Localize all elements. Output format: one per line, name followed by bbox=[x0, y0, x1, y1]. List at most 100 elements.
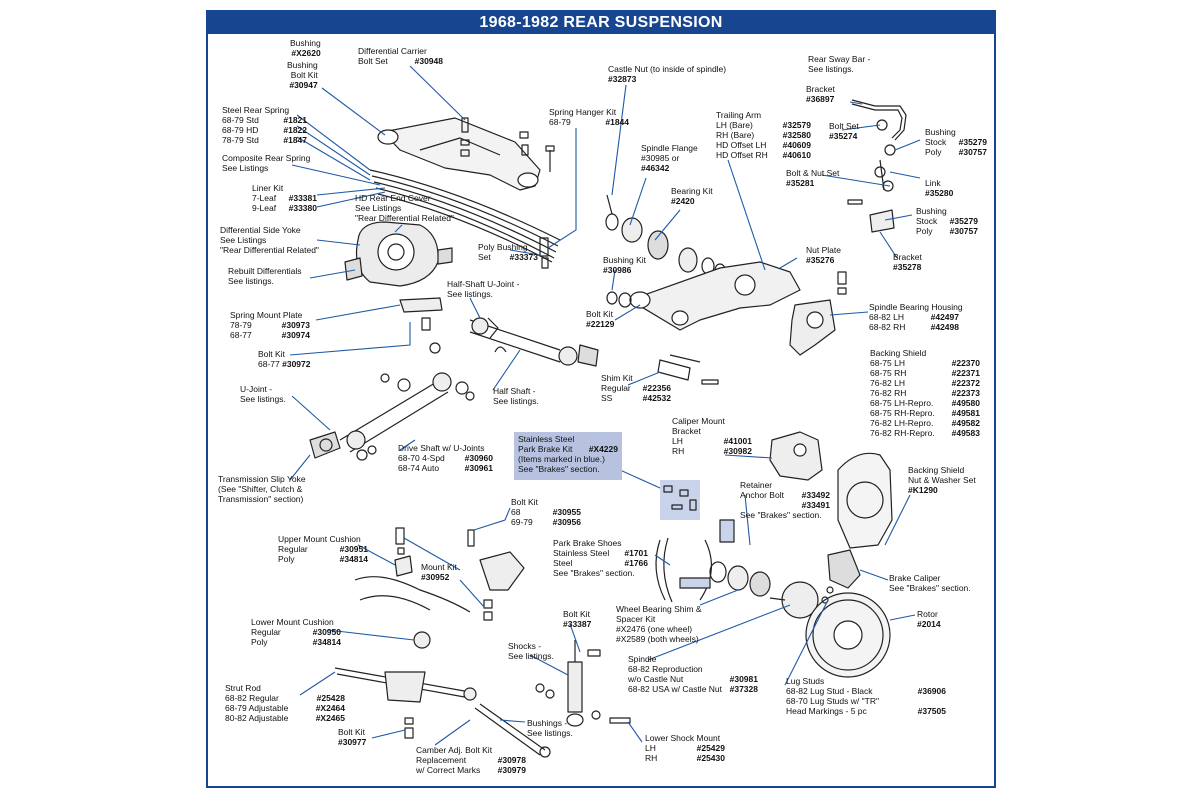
label-bushing-kit-30986: Bushing Kit#30986 bbox=[603, 255, 646, 275]
label-line: 68-75 RH-Repro.#49581 bbox=[870, 408, 980, 418]
label-bolt-nut-set: Bolt & Nut Set#35281 bbox=[786, 168, 839, 188]
label-text: See "Brakes" section. bbox=[553, 568, 635, 578]
part-number: #41001 bbox=[723, 436, 752, 446]
label-text: Steel Rear Spring bbox=[222, 105, 290, 115]
label-text: Castle Nut (to inside of spindle) bbox=[608, 64, 727, 74]
label-line: #35280 bbox=[925, 188, 953, 198]
label-text: 76-82 RH bbox=[870, 388, 907, 398]
label-line: #X2589 (both wheels) bbox=[616, 634, 711, 644]
part-number: #25429 bbox=[696, 743, 725, 753]
part-number: #49580 bbox=[951, 398, 980, 408]
shock-bracket-part bbox=[467, 529, 525, 621]
label-line: Nut & Washer Set bbox=[908, 475, 976, 485]
part-number: #1822 bbox=[283, 125, 307, 135]
label-link: Link#35280 bbox=[925, 178, 953, 198]
spring-mount-plate-part bbox=[399, 297, 443, 354]
part-number: #30982 bbox=[723, 446, 752, 456]
label-line: Rotor bbox=[917, 609, 941, 619]
label-bushing: Bushing#X2620 bbox=[290, 38, 321, 58]
label-line: 68-70 4-Spd#30960 bbox=[398, 453, 493, 463]
differential-housing-part bbox=[344, 221, 453, 287]
spindle-bearing-housing-part bbox=[789, 271, 847, 356]
label-text: 68-82 Lug Stud - Black bbox=[786, 686, 873, 696]
label-text: Nut & Washer Set bbox=[908, 475, 976, 485]
part-number: #32580 bbox=[782, 130, 811, 140]
label-line: See "Brakes" section. bbox=[889, 583, 971, 593]
leaf-spring-part bbox=[369, 169, 561, 263]
label-text: Park Brake Shoes bbox=[553, 538, 622, 548]
label-line: 76-82 LH-Repro.#49582 bbox=[870, 418, 980, 428]
label-text: Composite Rear Spring bbox=[222, 153, 311, 163]
label-text: 78-79 bbox=[230, 320, 252, 330]
label-line: Poly#30757 bbox=[916, 226, 978, 236]
label-line: See listings. bbox=[228, 276, 302, 286]
label-text: Backing Shield bbox=[908, 465, 965, 475]
label-text: Rear Sway Bar - bbox=[808, 54, 871, 64]
label-text: Bushing bbox=[287, 60, 318, 70]
part-number: #22370 bbox=[951, 358, 980, 368]
caliper-mount-bracket-part bbox=[769, 431, 823, 481]
label-line: Drive Shaft w/ U-Joints bbox=[398, 443, 493, 453]
label-text: Bushing Kit bbox=[603, 255, 646, 265]
label-text: HD Offset LH bbox=[716, 140, 767, 150]
label-line: Bolt Set bbox=[829, 121, 859, 131]
label-text: Bearing Kit bbox=[671, 186, 713, 196]
label-text: Brake Caliper bbox=[889, 573, 941, 583]
sway-bar-part bbox=[847, 99, 907, 233]
label-text: #30985 or bbox=[641, 153, 680, 163]
label-text: 68-82 LH bbox=[869, 312, 904, 322]
label-line: HD Offset LH#40609 bbox=[716, 140, 811, 150]
label-text: See listings. bbox=[447, 289, 493, 299]
label-line: 76-82 LH#22372 bbox=[870, 378, 980, 388]
diagram-frame: 1968-1982 REAR SUSPENSION bbox=[206, 10, 996, 788]
label-bearing-kit: Bearing Kit#2420 bbox=[671, 186, 713, 206]
label-line: Nut Plate bbox=[806, 245, 841, 255]
label-line: 68-74 Auto#30961 bbox=[398, 463, 493, 473]
label-text: Lug Studs bbox=[786, 676, 825, 686]
label-line: 68-75 RH#22371 bbox=[870, 368, 980, 378]
label-line: #33387 bbox=[563, 619, 591, 629]
part-number: #49583 bbox=[951, 428, 980, 438]
label-text: Poly bbox=[278, 554, 295, 564]
label-bracket-36897: Bracket#36897 bbox=[806, 84, 835, 104]
label-text: "Rear Differential Related" bbox=[220, 245, 319, 255]
label-text: Spacer Kit bbox=[616, 614, 656, 624]
label-line: Mount Kit bbox=[421, 562, 457, 572]
part-number: #X4229 bbox=[588, 444, 618, 454]
label-line: See listings. bbox=[527, 728, 573, 738]
label-line: Bushing bbox=[916, 206, 978, 216]
label-mount-kit: Mount Kit#30952 bbox=[421, 562, 457, 582]
label-text: Regular bbox=[278, 544, 308, 554]
label-bolt-set-35274: Bolt Set#35274 bbox=[829, 121, 859, 141]
label-text: Bolt Kit bbox=[290, 70, 318, 80]
part-number: #33380 bbox=[288, 203, 317, 213]
part-number: #34814 bbox=[339, 554, 368, 564]
label-line: HD Offset RH#40610 bbox=[716, 150, 811, 160]
label-text: 68 bbox=[511, 507, 521, 517]
diagram-title: 1968-1982 REAR SUSPENSION bbox=[208, 12, 994, 34]
label-line: (Items marked in blue.) bbox=[518, 454, 618, 464]
label-text: Mount Kit bbox=[421, 562, 457, 572]
label-text: SS bbox=[601, 393, 613, 403]
label-text: Bolt Kit bbox=[258, 349, 285, 359]
label-line: Liner Kit bbox=[252, 183, 317, 193]
label-text: 76-82 LH-Repro. bbox=[870, 418, 934, 428]
label-line: See listings. bbox=[447, 289, 519, 299]
label-line: 76-82 RH-Repro.#49583 bbox=[870, 428, 980, 438]
part-number: #37328 bbox=[729, 684, 758, 694]
label-line: Bushing bbox=[287, 60, 318, 70]
label-line: 80-82 Adjustable#X2465 bbox=[225, 713, 345, 723]
part-number: #35281 bbox=[786, 178, 815, 188]
label-text: Strut Rod bbox=[225, 683, 261, 693]
label-line: Trailing Arm bbox=[716, 110, 811, 120]
part-number: #33381 bbox=[288, 193, 317, 203]
label-text: Poly Bushing bbox=[478, 242, 528, 252]
part-number: #22373 bbox=[951, 388, 980, 398]
